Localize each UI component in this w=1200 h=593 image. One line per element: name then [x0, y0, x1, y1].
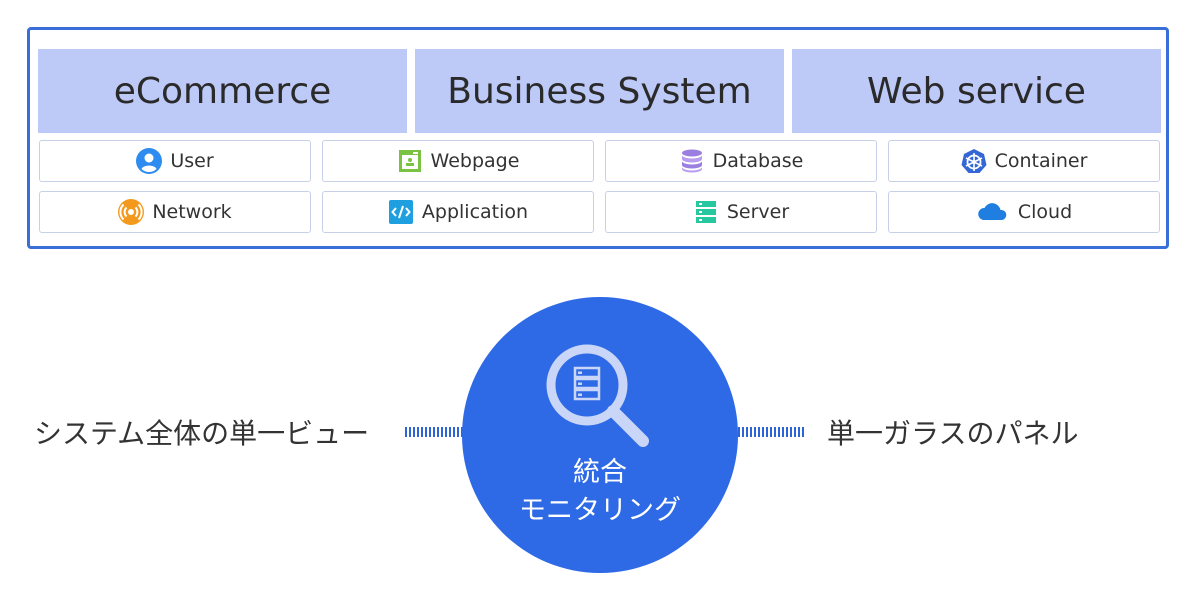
item-database: Database: [605, 140, 877, 182]
item-label: Server: [726, 201, 790, 223]
item-container: Container: [888, 140, 1160, 182]
left-connector: [405, 427, 463, 437]
item-cloud: Cloud: [888, 191, 1160, 233]
item-user: User: [39, 140, 311, 182]
item-label: Cloud: [1017, 201, 1073, 223]
search-server-icon: [546, 344, 649, 447]
webpage-icon: [397, 148, 423, 174]
container-icon: [961, 148, 987, 174]
right-caption: 単一ガラスのパネル: [827, 417, 1079, 450]
user-icon: [136, 148, 163, 174]
category-web-service: Web service: [792, 49, 1161, 133]
item-server: Server: [605, 191, 877, 233]
center-title: 統合: [573, 457, 627, 488]
item-label: Network: [152, 201, 232, 223]
category-ecommerce: eCommerce: [38, 49, 407, 133]
category-business-system: Business System: [415, 49, 784, 133]
item-label: Application: [421, 201, 529, 223]
left-caption: システム全体の単一ビュー: [34, 417, 370, 450]
item-label: Container: [994, 150, 1088, 172]
database-icon: [679, 148, 705, 174]
item-label: User: [170, 150, 214, 172]
center-subtitle: モニタリング: [519, 495, 681, 526]
integrated-monitoring-circle: 統合 モニタリング: [462, 297, 738, 573]
item-network: Network: [39, 191, 311, 233]
item-label: Webpage: [430, 150, 520, 172]
server-icon: [693, 199, 719, 225]
right-connector: [738, 427, 804, 437]
network-icon: [118, 199, 145, 225]
services-frame: eCommerce Business System Web service Us…: [27, 27, 1169, 249]
application-icon: [388, 199, 414, 225]
item-webpage: Webpage: [322, 140, 594, 182]
cloud-icon: [976, 199, 1010, 225]
item-label: Database: [712, 150, 804, 172]
item-application: Application: [322, 191, 594, 233]
